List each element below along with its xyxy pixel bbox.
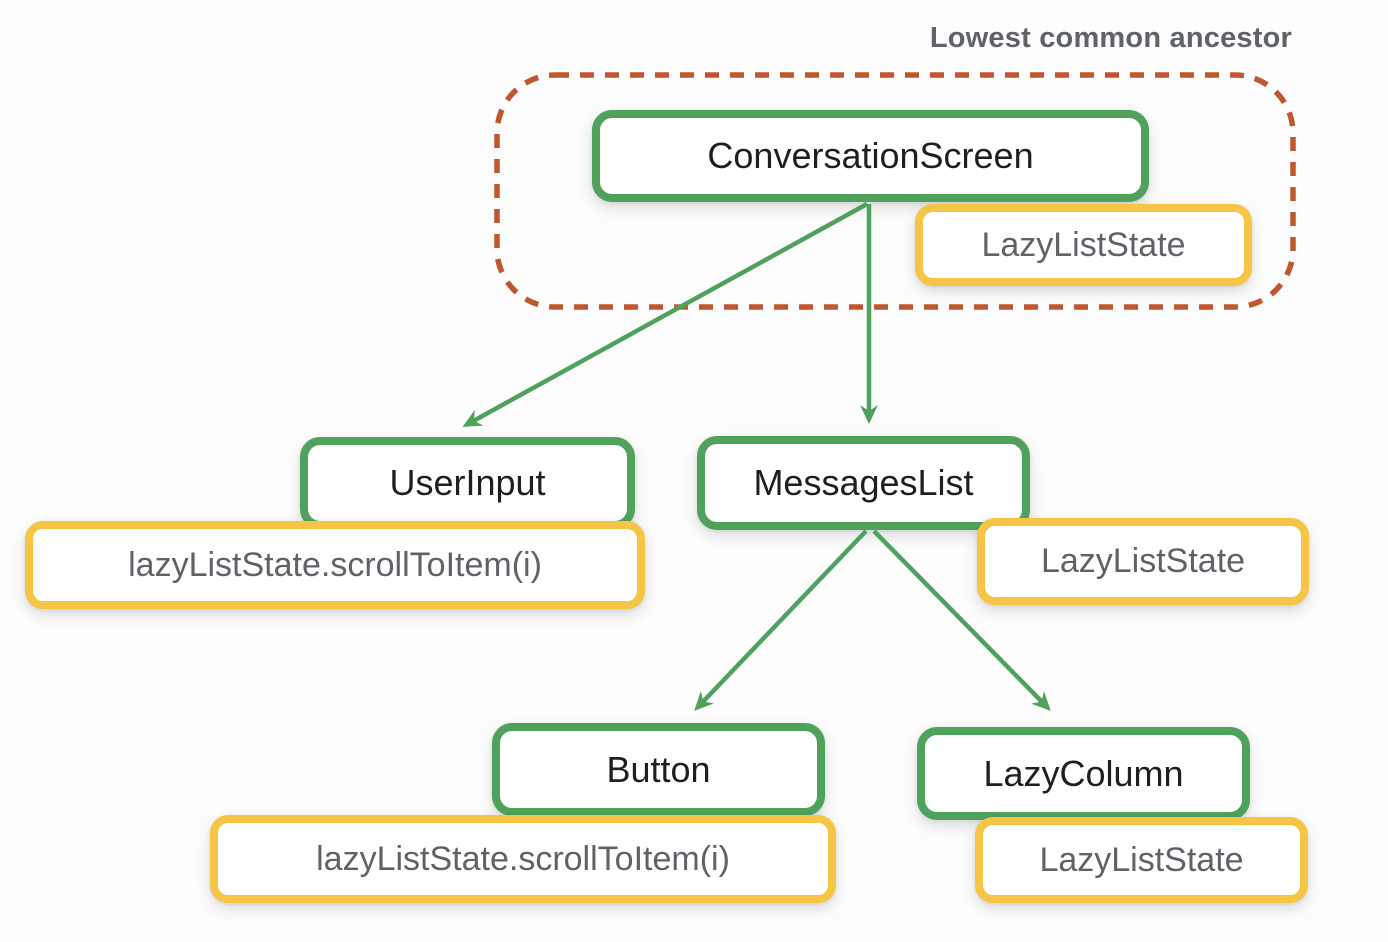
node-userinput-label: UserInput xyxy=(389,462,546,503)
state-badge-messageslist: LazyListState xyxy=(977,518,1309,605)
state-badge-conversationscreen: LazyListState xyxy=(915,204,1252,286)
node-button: Button xyxy=(492,723,825,816)
node-lazycolumn-label: LazyColumn xyxy=(983,752,1184,794)
state-badge-lazycolumn: LazyListState xyxy=(975,817,1308,903)
node-messageslist: MessagesList xyxy=(697,436,1030,530)
state-badge-conversationscreen-label: LazyListState xyxy=(981,225,1186,264)
node-lazycolumn: LazyColumn xyxy=(917,727,1250,820)
lowest-common-ancestor-label: Lowest common ancestor xyxy=(929,22,1292,54)
call-badge-button: lazyListState.scrollToItem(i) xyxy=(210,815,836,903)
node-conversationscreen: ConversationScreen xyxy=(592,110,1149,202)
edge-messageslist-to-button xyxy=(694,529,868,711)
state-badge-messageslist-label: LazyListState xyxy=(1040,542,1246,580)
node-conversationscreen-label: ConversationScreen xyxy=(707,135,1034,176)
node-messageslist-label: MessagesList xyxy=(753,462,974,503)
state-badge-lazycolumn-label: LazyListState xyxy=(1039,840,1244,879)
call-badge-button-label: lazyListState.scrollToItem(i) xyxy=(316,839,730,878)
node-button-label: Button xyxy=(606,748,711,790)
edge-conversationscreen-to-userinput xyxy=(462,202,869,427)
call-badge-userinput-label: lazyListState.scrollToItem(i) xyxy=(128,545,542,584)
call-badge-userinput: lazyListState.scrollToItem(i) xyxy=(25,521,645,609)
node-userinput: UserInput xyxy=(300,437,635,529)
